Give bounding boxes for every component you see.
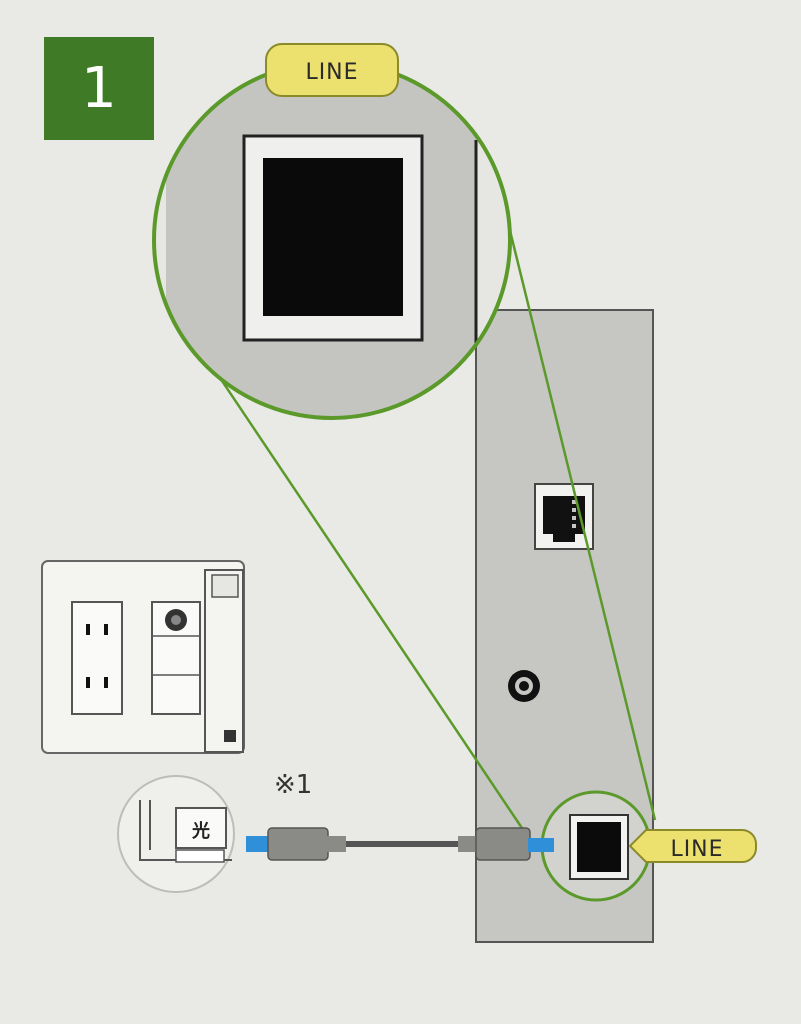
lan-jack-icon bbox=[534, 483, 594, 550]
device-line-label: LINE bbox=[628, 829, 757, 863]
step-number: 1 bbox=[81, 56, 117, 121]
wall-outlet-icon bbox=[41, 560, 245, 754]
fiber-socket-icon: 光 bbox=[117, 775, 235, 893]
device-line-label-text: LINE bbox=[670, 837, 723, 862]
zoom-projection-lines bbox=[206, 189, 657, 841]
step-number-badge: 1 bbox=[44, 37, 154, 140]
zoom-line-label-text: LINE bbox=[305, 60, 358, 85]
cable-footnote-mark: ※1 bbox=[274, 770, 313, 800]
wall-socket-label: 光 bbox=[191, 820, 210, 842]
dc-power-jack-icon bbox=[508, 670, 540, 702]
line-port-callout bbox=[540, 790, 652, 902]
zoom-line-label: LINE bbox=[265, 43, 399, 97]
zoomed-line-port bbox=[152, 60, 512, 420]
phone-cable bbox=[246, 827, 554, 861]
